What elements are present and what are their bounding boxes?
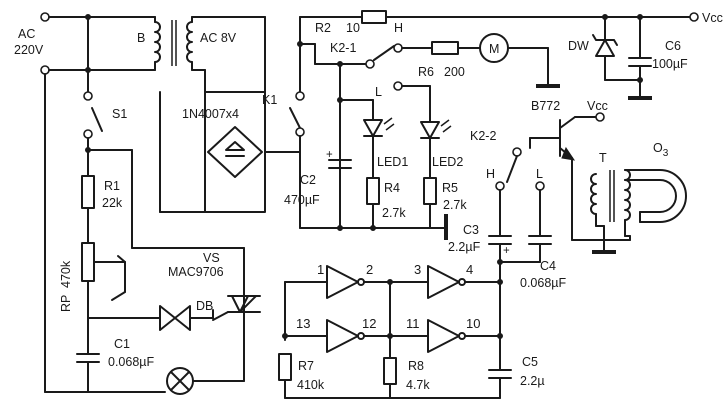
db-label: DB bbox=[196, 299, 213, 313]
relay-contact-k2-2 bbox=[495, 137, 545, 237]
r6-value: 200 bbox=[444, 65, 465, 79]
k2-2-label: K2-2 bbox=[470, 129, 496, 143]
c1-value: 0.068µF bbox=[108, 355, 154, 369]
pin-13: 13 bbox=[296, 316, 310, 331]
k2-1-label: K2-1 bbox=[330, 41, 356, 55]
capacitor-c4 bbox=[499, 235, 552, 263]
c3-value: 2.2µF bbox=[448, 240, 481, 254]
led1-label: LED1 bbox=[377, 155, 408, 169]
c6-label: C6 bbox=[665, 39, 681, 53]
bridge-label: 1N4007x4 bbox=[182, 107, 239, 121]
led2-label: LED2 bbox=[432, 155, 463, 169]
vs-value: MAC9706 bbox=[168, 265, 224, 279]
resistor-r4 bbox=[366, 135, 380, 229]
r8-label: R8 bbox=[408, 359, 424, 373]
c5-label: C5 bbox=[522, 355, 538, 369]
resistor-r7 bbox=[278, 353, 292, 399]
dw-label: DW bbox=[568, 39, 589, 53]
relay-contact-k1 bbox=[289, 16, 305, 153]
capacitor-c5 bbox=[284, 369, 512, 399]
b772-label: B772 bbox=[531, 99, 560, 113]
resistor-r1 bbox=[81, 175, 95, 244]
pin-1: 1 bbox=[317, 262, 324, 277]
pin-11: 11 bbox=[406, 316, 420, 331]
k1-label: K1 bbox=[262, 93, 277, 107]
ac-out-label: AC 8V bbox=[200, 31, 237, 45]
r8-value: 4.7k bbox=[406, 378, 430, 392]
diac-db bbox=[87, 305, 214, 331]
pin-10: 10 bbox=[466, 316, 480, 331]
c5-value: 2.2µ bbox=[520, 374, 545, 388]
transistor-b772 bbox=[529, 112, 631, 241]
svg-text:+: + bbox=[326, 149, 333, 161]
c1-label: C1 bbox=[114, 337, 130, 351]
pin-3: 3 bbox=[414, 262, 421, 277]
c3-label: C3 bbox=[463, 223, 479, 237]
ac-in-label: AC bbox=[18, 27, 35, 41]
vcc-mid-label: Vcc bbox=[587, 99, 608, 113]
lamp bbox=[166, 367, 245, 395]
labels: AC 220V B AC 8V K1 1N4007x4 R2 10 H K2-1… bbox=[14, 11, 723, 392]
capacitor-c1 bbox=[76, 317, 100, 393]
s1-label: S1 bbox=[112, 107, 127, 121]
pin-2: 2 bbox=[366, 262, 373, 277]
ozone-generator-o3 bbox=[624, 169, 687, 223]
capacitor-c3 bbox=[488, 235, 512, 285]
c4-label: C4 bbox=[540, 259, 556, 273]
r7-label: R7 bbox=[298, 359, 314, 373]
relay-contact-k2-1 bbox=[299, 43, 433, 229]
r4-label: R4 bbox=[384, 181, 400, 195]
capacitor-c6 bbox=[628, 14, 652, 100]
led2 bbox=[420, 119, 452, 139]
potentiometer-rp bbox=[81, 242, 126, 319]
r1-value: 22k bbox=[102, 196, 123, 210]
rp-label: RP bbox=[59, 295, 73, 312]
svg-text:+: + bbox=[503, 245, 510, 257]
ac-in-voltage: 220V bbox=[14, 43, 44, 57]
rp-value: 470k bbox=[59, 260, 73, 288]
r1-label: R1 bbox=[104, 179, 120, 193]
transformer-t-label: T bbox=[599, 151, 607, 165]
pin-12: 12 bbox=[362, 316, 376, 331]
led1 bbox=[339, 99, 395, 137]
bridge-rectifier bbox=[159, 91, 301, 213]
resistor-r6 bbox=[431, 41, 481, 55]
c2-value: 470µF bbox=[284, 193, 320, 207]
transformer-b bbox=[87, 16, 266, 93]
oscillator bbox=[282, 265, 503, 371]
c6-value: 100µF bbox=[652, 57, 688, 71]
vs-label: VS bbox=[203, 251, 220, 265]
r2-label: R2 bbox=[315, 21, 331, 35]
r4-value: 2.7k bbox=[382, 206, 406, 220]
motor-label: M bbox=[489, 42, 499, 56]
resistor-r8 bbox=[383, 357, 397, 399]
l-mid-label: L bbox=[536, 167, 543, 181]
zener-dw bbox=[592, 16, 641, 81]
l-top-label: L bbox=[375, 85, 382, 99]
h-mid-label: H bbox=[486, 167, 495, 181]
c2-label: C2 bbox=[300, 173, 316, 187]
r7-value: 410k bbox=[297, 378, 325, 392]
r5-value: 2.7k bbox=[443, 198, 467, 212]
r6-label: R6 bbox=[418, 65, 434, 79]
motor-m bbox=[479, 33, 560, 88]
transformer-b-label: B bbox=[137, 31, 145, 45]
mains-input bbox=[40, 12, 166, 393]
c4-value: 0.068µF bbox=[520, 276, 566, 290]
o3-label: O3 bbox=[653, 141, 669, 159]
pin-4: 4 bbox=[466, 262, 473, 277]
resistor-r5 bbox=[423, 137, 437, 229]
r5-label: R5 bbox=[442, 181, 458, 195]
r2-value: 10 bbox=[346, 21, 360, 35]
h-top-label: H bbox=[394, 21, 403, 35]
triac-vs bbox=[85, 147, 261, 382]
switch-s1 bbox=[83, 16, 103, 177]
vcc-top-label: Vcc bbox=[702, 11, 723, 25]
